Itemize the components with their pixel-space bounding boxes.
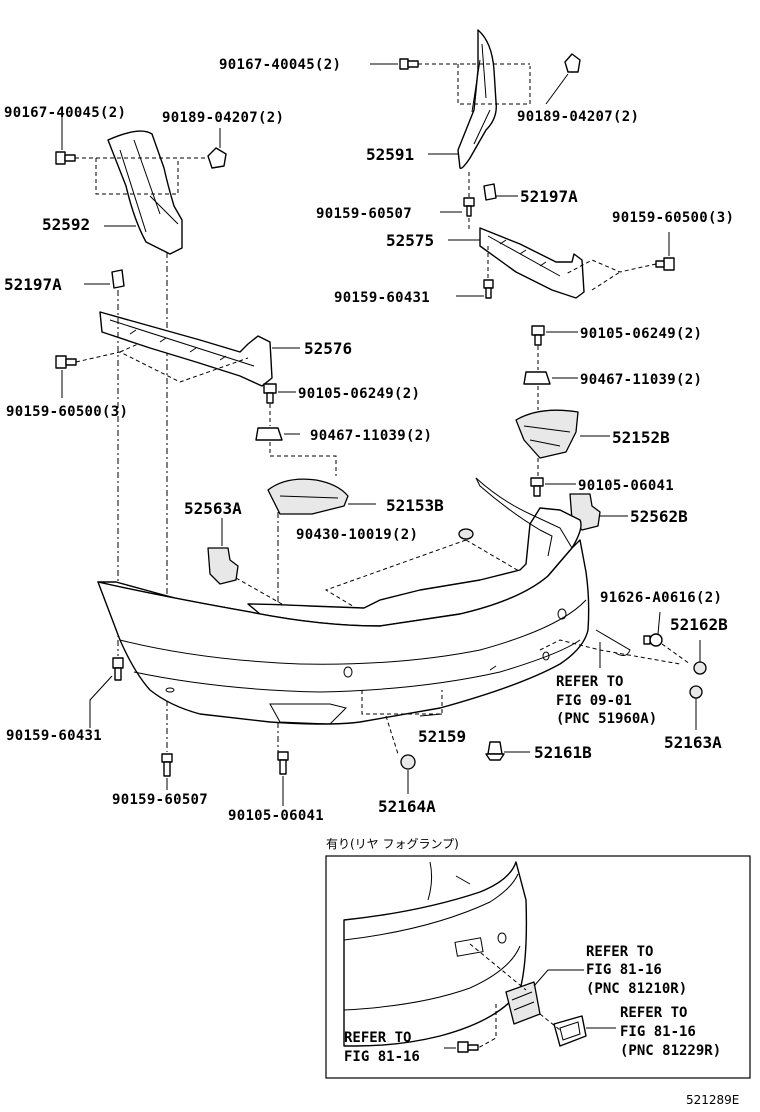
main-ref-line-1[interactable]: REFER TO [556,674,623,690]
screw-91626-A0616 [643,633,663,647]
clip-52163A [689,685,703,699]
label-52164A: 52164A [378,797,436,816]
bracket-52575 [479,227,585,299]
inset-fog-bezel [553,1015,587,1047]
label-52197A-left: 52197A [4,275,62,294]
bolt-90105-06249-right [531,325,545,346]
label-52162B: 52162B [670,615,728,634]
inset-ref-c-line-2[interactable]: FIG 81-16 [344,1049,420,1065]
bolt-90167-40045-top [399,58,419,70]
inset-ref-b-line-1[interactable]: REFER TO [620,1005,687,1021]
inset-ref-b-line-2[interactable]: FIG 81-16 [620,1024,696,1040]
label-90167-40045-left: 90167-40045(2) [4,105,126,121]
label-90159-60431-lower: 90159-60431 [6,728,102,744]
inset-screw [457,1041,479,1053]
retainer-52197A-left [111,269,125,289]
label-90105-06041-lower: 90105-06041 [228,808,324,824]
bolt-90159-60500-left [55,355,77,369]
clip-90189-04207-right [564,53,581,73]
bolt-90167-40045-left [55,151,76,165]
mudguard-52592 [107,130,183,255]
figure-id: 521289E [686,1093,739,1107]
bolt-90159-60431-upper [483,279,494,299]
label-52592: 52592 [42,215,90,234]
label-91626-A0616: 91626-A0616(2) [600,590,722,606]
clip-52162B [693,661,707,675]
label-90467-11039-right: 90467-11039(2) [580,372,702,388]
label-90159-60507-lower: 90159-60507 [112,792,208,808]
cap-52164A [400,754,416,770]
label-90159-60431-upper: 90159-60431 [334,290,430,306]
label-52591: 52591 [366,145,414,164]
bolt-90159-60507-upper [463,197,475,217]
bolt-90159-60431-lower [112,657,124,681]
inset-ref-a-line-2[interactable]: FIG 81-16 [586,962,662,978]
label-52575: 52575 [386,231,434,250]
bracket-52576 [99,311,273,387]
bolt-90105-06041-right [530,477,544,497]
bolt-90159-60500-right [655,257,675,271]
label-52159: 52159 [418,727,466,746]
bolt-90105-06041-lower [277,751,289,775]
inset-ref-c-line-1[interactable]: REFER TO [344,1030,411,1046]
bolt-90159-60507-lower [161,753,173,777]
bumper-cover-52159 [97,477,590,725]
fog-cover-52152B [515,409,579,459]
inset-ref-a-line-1[interactable]: REFER TO [586,944,653,960]
fog-cover-52153B [267,478,349,515]
bolt-90105-06249-left [263,383,277,404]
label-90159-60500-left: 90159-60500(3) [6,404,128,420]
label-90105-06249-left: 90105-06249(2) [298,386,420,402]
label-52197A-right: 52197A [520,187,578,206]
inset-ref-a-line-3[interactable]: (PNC 81210R) [586,981,687,997]
clip-52161B [485,741,505,761]
label-52563A: 52563A [184,499,242,518]
label-52152B: 52152B [612,428,670,447]
main-ref-line-2[interactable]: FIG 09-01 [556,693,632,709]
main-ref-line-3[interactable]: (PNC 51960A) [556,711,657,727]
mudguard-52591 [457,29,497,169]
label-90189-04207-right: 90189-04207(2) [517,109,639,125]
label-90105-06249-right: 90105-06249(2) [580,326,702,342]
label-52163A: 52163A [664,733,722,752]
clip-90189-04207-left [207,147,227,169]
label-90159-60507-upper: 90159-60507 [316,206,412,222]
nut-90467-11039-right [523,371,551,385]
label-90159-60500-right: 90159-60500(3) [612,210,734,226]
inset-ref-b-line-3[interactable]: (PNC 81229R) [620,1043,721,1059]
nut-90467-11039-left [255,427,283,441]
label-52562B: 52562B [630,507,688,526]
inset-caption: 有り(リヤ フォグランプ) [326,837,459,851]
label-90105-06041-right: 90105-06041 [578,478,674,494]
label-52161B: 52161B [534,743,592,762]
label-52576: 52576 [304,339,352,358]
retainer-52563A [207,547,239,585]
label-90189-04207-left: 90189-04207(2) [162,110,284,126]
label-52153B: 52153B [386,496,444,515]
inset-bumper [343,861,528,1047]
label-90430-10019: 90430-10019(2) [296,527,418,543]
label-90467-11039-left: 90467-11039(2) [310,428,432,444]
washer-90430-10019 [458,528,474,540]
label-90167-40045-top: 90167-40045(2) [219,57,341,73]
retainer-52197A-right [483,183,497,201]
